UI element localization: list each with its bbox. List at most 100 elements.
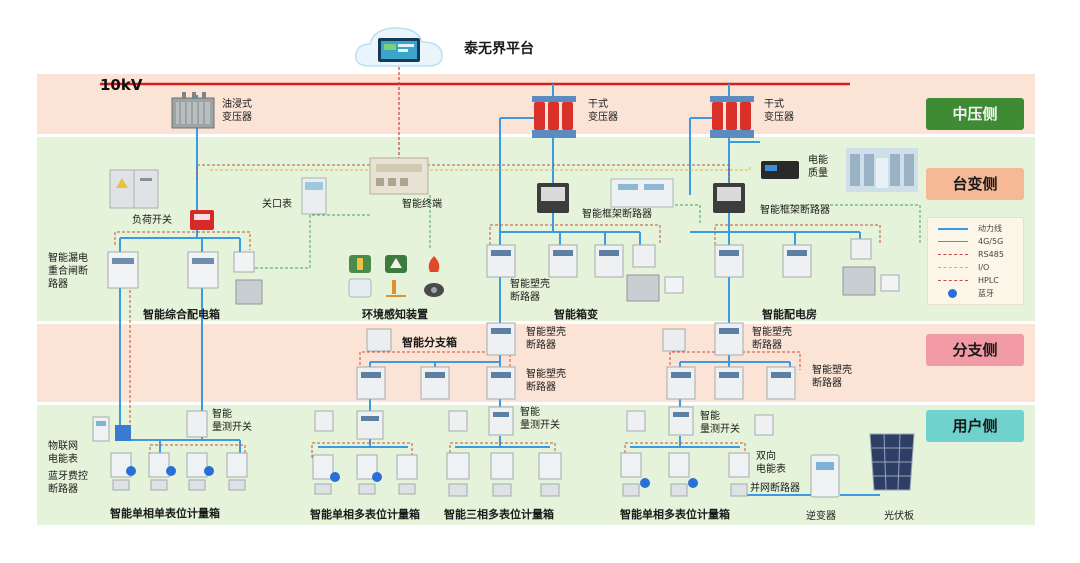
molded-breaker-small-icon[interactable]: [850, 238, 872, 260]
frame-breaker-cabinet-icon[interactable]: [610, 178, 674, 208]
smoke-sensor-icon[interactable]: [384, 254, 408, 274]
comm-line: [449, 442, 556, 458]
molded-breaker-icon[interactable]: [356, 410, 384, 440]
dry-transformer-icon[interactable]: [530, 92, 578, 140]
combo-breaker-icon[interactable]: [186, 250, 220, 290]
molded-breaker-icon[interactable]: [594, 244, 624, 278]
single-phase-meter-icon[interactable]: [668, 452, 690, 500]
oil-transformer-icon[interactable]: [168, 90, 218, 132]
legend-label: HPLC: [978, 276, 999, 285]
dry-transformer-icon[interactable]: [708, 92, 756, 140]
cloud-platform-icon[interactable]: [352, 22, 447, 70]
single-phase-meter-icon[interactable]: [356, 454, 378, 498]
pv-label: 光伏板: [884, 511, 914, 522]
meter-box-icon[interactable]: [754, 414, 774, 436]
smart-terminal-icon[interactable]: [368, 156, 430, 196]
comm-line: [714, 224, 881, 245]
measure-switch-icon[interactable]: [668, 406, 694, 436]
measure-switch-icon[interactable]: [186, 410, 208, 438]
molded-breaker-icon[interactable]: [356, 366, 386, 400]
molded-breaker-b3-label: 智能塑壳 断路器: [752, 327, 792, 351]
inverter-icon[interactable]: [810, 454, 840, 498]
legend-item: 4G/5G: [938, 236, 1018, 247]
branch-box-icon[interactable]: [366, 328, 392, 352]
measure-switch-icon[interactable]: [488, 406, 514, 436]
single-phase-meter-icon[interactable]: [226, 452, 248, 492]
bt-prepay-breaker-icon[interactable]: [114, 424, 132, 442]
gateway-meter-icon[interactable]: [300, 176, 328, 216]
group-box-transformer-label: 智能箱变: [554, 308, 598, 321]
io-line: [780, 204, 921, 245]
load-switch-label: 负荷开关: [132, 215, 172, 226]
molded-breaker-icon[interactable]: [486, 366, 516, 400]
single-phase-meter-icon[interactable]: [186, 452, 208, 492]
dry-transformer-label-2: 干式 变压器: [764, 99, 794, 123]
current-transformer-icon[interactable]: [626, 274, 660, 302]
bidirectional-meter-icon[interactable]: [728, 452, 750, 500]
molded-breaker-icon[interactable]: [714, 244, 744, 278]
meter-box-icon[interactable]: [314, 410, 334, 432]
energy-quality-device-icon[interactable]: [760, 158, 800, 182]
leakage-breaker-icon[interactable]: [106, 250, 140, 290]
molded-breaker-icon[interactable]: [766, 366, 796, 400]
bluetooth-icon: [372, 472, 382, 482]
io-line: [650, 204, 701, 225]
legend-item: 动力线: [938, 223, 1018, 234]
molded-breaker-icon[interactable]: [782, 244, 812, 278]
meter-display-icon[interactable]: [880, 274, 900, 292]
measure-switch-label-1: 智能 量测开关: [212, 409, 252, 433]
solar-panel-icon[interactable]: [866, 430, 918, 494]
molded-breaker-icon[interactable]: [714, 366, 744, 400]
frame-breaker-label-1: 智能框架断路器: [582, 209, 652, 220]
molded-breaker-icon[interactable]: [714, 322, 744, 356]
dry-transformer-label-1: 干式 变压器: [588, 99, 618, 123]
molded-breaker-icon[interactable]: [420, 366, 450, 400]
legend-label: 蓝牙: [978, 289, 994, 298]
single-phase-meter-icon[interactable]: [620, 452, 642, 500]
frame-breaker-label-2: 智能框架断路器: [760, 205, 830, 216]
combo-breaker-small-icon[interactable]: [232, 250, 256, 274]
molded-breaker-icon[interactable]: [548, 244, 578, 278]
molded-breaker-box-label: 智能塑壳 断路器: [510, 279, 550, 303]
comm-line: [114, 231, 251, 250]
inverter-label: 逆变器: [806, 511, 836, 522]
meter-display-icon[interactable]: [664, 276, 684, 294]
water-level-sensor-icon[interactable]: [384, 278, 408, 298]
fire-sensor-icon[interactable]: [422, 254, 446, 274]
molded-breaker-icon[interactable]: [486, 322, 516, 356]
three-phase-meter-icon[interactable]: [490, 452, 514, 500]
meter-box-icon[interactable]: [448, 410, 468, 432]
single-phase-meter-icon[interactable]: [396, 454, 418, 498]
group-three-phase-multi-label: 智能三相多表位计量箱: [444, 508, 554, 521]
molded-breaker-icon[interactable]: [666, 366, 696, 400]
current-transformer-icon[interactable]: [842, 266, 876, 296]
iot-meter-label: 物联网 电能表: [48, 441, 78, 465]
three-phase-meter-icon[interactable]: [446, 452, 470, 500]
three-phase-meter-icon[interactable]: [538, 452, 562, 500]
branch-box-icon[interactable]: [662, 328, 686, 352]
comm-line: [489, 224, 661, 245]
camera-sensor-icon[interactable]: [422, 278, 446, 298]
comm-line: [149, 444, 246, 455]
humidity-sensor-icon[interactable]: [348, 278, 372, 298]
load-switch-cabinet-icon[interactable]: [108, 168, 160, 210]
comm-line: [311, 442, 413, 458]
single-phase-meter-icon[interactable]: [148, 452, 170, 492]
frame-breaker-icon[interactable]: [536, 182, 570, 214]
env-sensor-grid: [348, 254, 454, 300]
smart-breaker-red-icon[interactable]: [188, 208, 216, 232]
comm-line: [359, 351, 511, 370]
molded-breaker-b4-label: 智能塑壳 断路器: [812, 365, 852, 389]
molded-breaker-icon[interactable]: [486, 244, 516, 278]
smart-terminal-label: 智能终端: [402, 199, 442, 210]
legend-item: I/O: [938, 262, 1018, 273]
frame-breaker-icon[interactable]: [712, 182, 746, 214]
current-transformer-icon[interactable]: [234, 278, 264, 306]
iot-meter-icon[interactable]: [92, 416, 110, 442]
single-phase-meter-icon[interactable]: [312, 454, 334, 498]
temperature-sensor-icon[interactable]: [348, 254, 372, 274]
side-label-branch: 分支侧: [926, 334, 1024, 366]
legend-swatch-wireless: [938, 241, 968, 242]
meter-box-icon[interactable]: [626, 410, 646, 432]
molded-breaker-small-icon[interactable]: [632, 244, 656, 268]
